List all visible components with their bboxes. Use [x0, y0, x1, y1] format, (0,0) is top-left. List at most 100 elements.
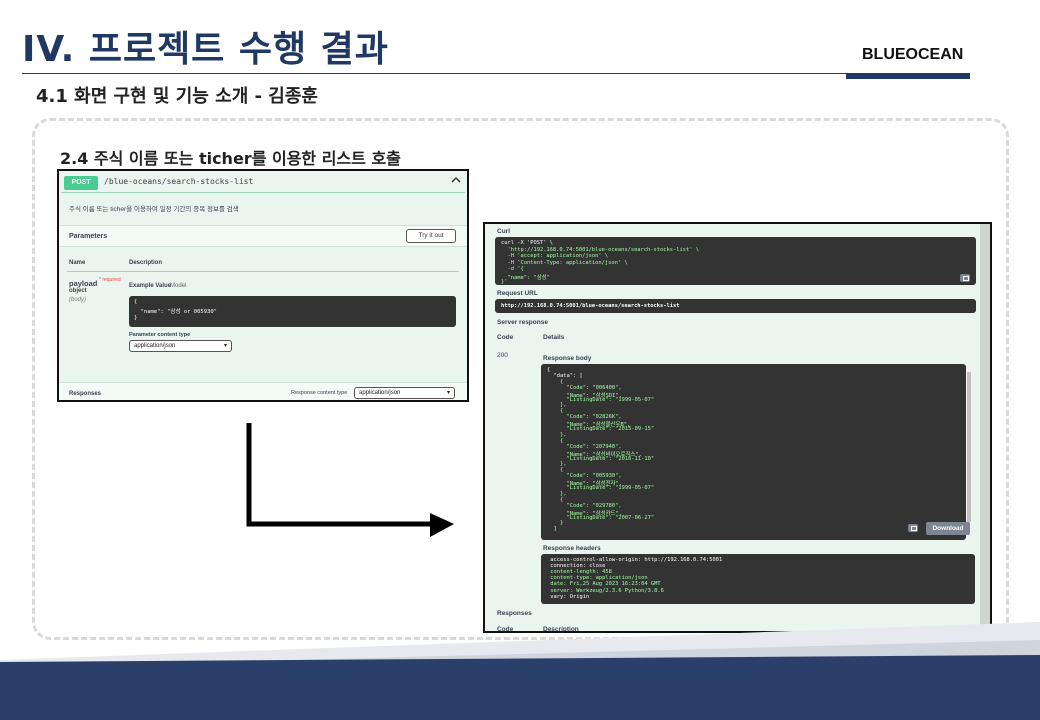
response-body-line: },	[547, 431, 567, 438]
example-body-code: { "name": "삼성 or 005930" }	[129, 296, 456, 327]
request-url-box: http://192.168.0.74:5001/blue-oceans/sea…	[495, 299, 976, 313]
response-content-type-select[interactable]: application/json ▾	[354, 387, 455, 399]
responses-label: Responses	[69, 391, 102, 397]
endpoint-path: /blue-oceans/search-stocks-list	[104, 177, 254, 186]
request-url: http://192.168.0.74:5001/blue-oceans/sea…	[501, 303, 680, 309]
response-body-line: }	[547, 520, 564, 527]
brand-label: BLUEOCEAN	[862, 46, 964, 63]
param-location: (body)	[69, 297, 87, 303]
response-body-line: "Name": "삼성카드",	[547, 510, 623, 517]
response-header-line: content-length: 458	[547, 569, 612, 576]
copy-icon[interactable]	[960, 274, 970, 282]
curl-line: 'http://192.168.0.74:5001/blue-oceans/se…	[501, 246, 699, 253]
responses-label: Responses	[497, 610, 532, 617]
name-column-header: Name	[69, 260, 86, 266]
response-body-line: {	[547, 467, 564, 474]
response-body-line: "ListingDate": "1999-05-07"	[547, 396, 655, 403]
try-it-out-button[interactable]: Try it out	[406, 229, 456, 243]
response-panel-screenshot: Curl curl -X 'POST' \ 'http://192.168.0.…	[483, 222, 992, 633]
param-required: * required	[99, 277, 121, 283]
response-body-line: "data": [	[547, 372, 583, 379]
code-line: {	[134, 299, 138, 305]
response-body-line: "ListingDate": "2007-06-27"	[547, 514, 655, 521]
curl-line: "name": "삼성"	[501, 274, 550, 281]
server-response-label: Server response	[497, 319, 548, 326]
download-button[interactable]: Download	[926, 522, 970, 535]
curl-line: curl -X 'POST' \	[501, 240, 553, 246]
response-body-line: {	[547, 378, 564, 385]
response-header-line: access-control-allow-origin: http://192.…	[547, 557, 723, 563]
chevron-up-icon[interactable]	[451, 174, 461, 188]
response-header-line: server: Werkzeug/2.3.6 Python/3.8.6	[547, 587, 664, 594]
response-body-line: {	[547, 437, 564, 444]
response-body-line: "Code": "005930",	[547, 473, 622, 480]
response-body-line: {	[547, 408, 564, 415]
dropdown-caret-icon: ▾	[446, 390, 450, 396]
request-url-label: Request URL	[497, 290, 538, 297]
code-header: Code	[497, 626, 514, 633]
slide-title: IV. 프로젝트 수행 결과	[22, 29, 389, 70]
dropdown-caret-icon: ▾	[223, 343, 227, 349]
response-body-line: "ListingDate": "2016-11-10"	[547, 455, 655, 462]
response-content-type-label: Response content type	[291, 390, 348, 396]
request-panel-screenshot: POST /blue-oceans/search-stocks-list 주식 …	[57, 169, 469, 402]
response-body-line: "Code": "029780",	[547, 502, 622, 509]
details-header: Details	[543, 334, 565, 341]
curl-label: Curl	[497, 228, 510, 235]
example-value-tab[interactable]: Example Value	[129, 283, 172, 289]
select-value: application/json	[359, 390, 401, 396]
model-tab[interactable]: Model	[170, 283, 187, 289]
column-divider	[67, 271, 459, 272]
response-body-line: "Code": "02826K",	[547, 414, 622, 421]
select-value: application/json	[134, 343, 176, 349]
response-body-line: },	[547, 490, 567, 497]
response-header-line: date: Fri,25 Aug 2023 16:23:04 GMT	[547, 581, 661, 588]
description-header: Description	[543, 626, 579, 633]
endpoint-header[interactable]: POST /blue-oceans/search-stocks-list	[61, 173, 465, 193]
param-type: object	[69, 288, 87, 294]
param-name: payload	[69, 279, 98, 288]
response-body-line: },	[547, 461, 567, 468]
response-body-line: "Name": "삼성바이오로직스",	[547, 451, 642, 458]
response-body-line: "Name": "삼성SDI",	[547, 392, 622, 399]
response-body-label: Response body	[543, 355, 592, 362]
response-body-line: {	[547, 496, 564, 503]
code-line: }	[134, 315, 138, 321]
response-body-code: { "data": [ { "Code": "006400", "Name": …	[541, 364, 966, 540]
response-body-line: "ListingDate": "2015-09-15"	[547, 426, 655, 432]
response-headers-label: Response headers	[543, 545, 601, 552]
method-badge: POST	[64, 176, 98, 190]
response-body-line: },	[547, 402, 567, 409]
response-body-line: "Code": "207940",	[547, 443, 622, 450]
brand-accent-bar	[846, 73, 970, 79]
response-body-line: {	[547, 367, 551, 373]
title-underline	[22, 73, 970, 74]
response-headers-code: access-control-allow-origin: http://192.…	[541, 554, 975, 604]
endpoint-description: 주식 이름 또는 ticher을 이용하여 일정 기간의 종목 정보를 검색	[69, 206, 239, 213]
responses-bar: Responses Response content type applicat…	[59, 382, 467, 400]
copy-icon[interactable]	[908, 524, 918, 532]
code-header: Code	[497, 334, 514, 341]
response-header-line: vary: Origin	[547, 593, 590, 600]
description-column-header: Description	[129, 260, 163, 266]
status-code: 200	[497, 352, 508, 359]
response-body-line: "ListingDate": "1999-05-07"	[547, 485, 655, 491]
response-body-line: "Name": "삼성전자",	[547, 481, 623, 488]
scrollbar-thumb[interactable]	[967, 372, 971, 522]
curl-line: -H 'Content-Type: application/json' \	[501, 259, 628, 266]
param-content-type-label: Parameter content type	[129, 332, 191, 338]
curl-line: -d '{	[501, 266, 524, 272]
response-header-line: content-type: application/json	[547, 575, 648, 582]
code-line: "name": "삼성 or 005930"	[134, 309, 217, 315]
slide-subtitle: 4.1 화면 구현 및 기능 소개 - 김종훈	[36, 86, 318, 107]
section-heading: 2.4 주식 이름 또는 ticher를 이용한 리스트 호출	[60, 149, 401, 168]
response-body-line: "Name": "삼성물산우B",	[547, 422, 631, 429]
response-body-line: ]	[547, 526, 557, 533]
curl-line: -H 'accept: application/json' \	[501, 253, 609, 259]
panel-edge	[980, 224, 990, 631]
param-content-type-select[interactable]: application/json ▾	[129, 340, 232, 352]
response-header-line: connection: close	[547, 563, 606, 570]
curl-line: }'	[501, 279, 508, 285]
parameters-label: Parameters	[69, 233, 108, 240]
curl-code-block: curl -X 'POST' \ 'http://192.168.0.74:50…	[495, 237, 976, 285]
